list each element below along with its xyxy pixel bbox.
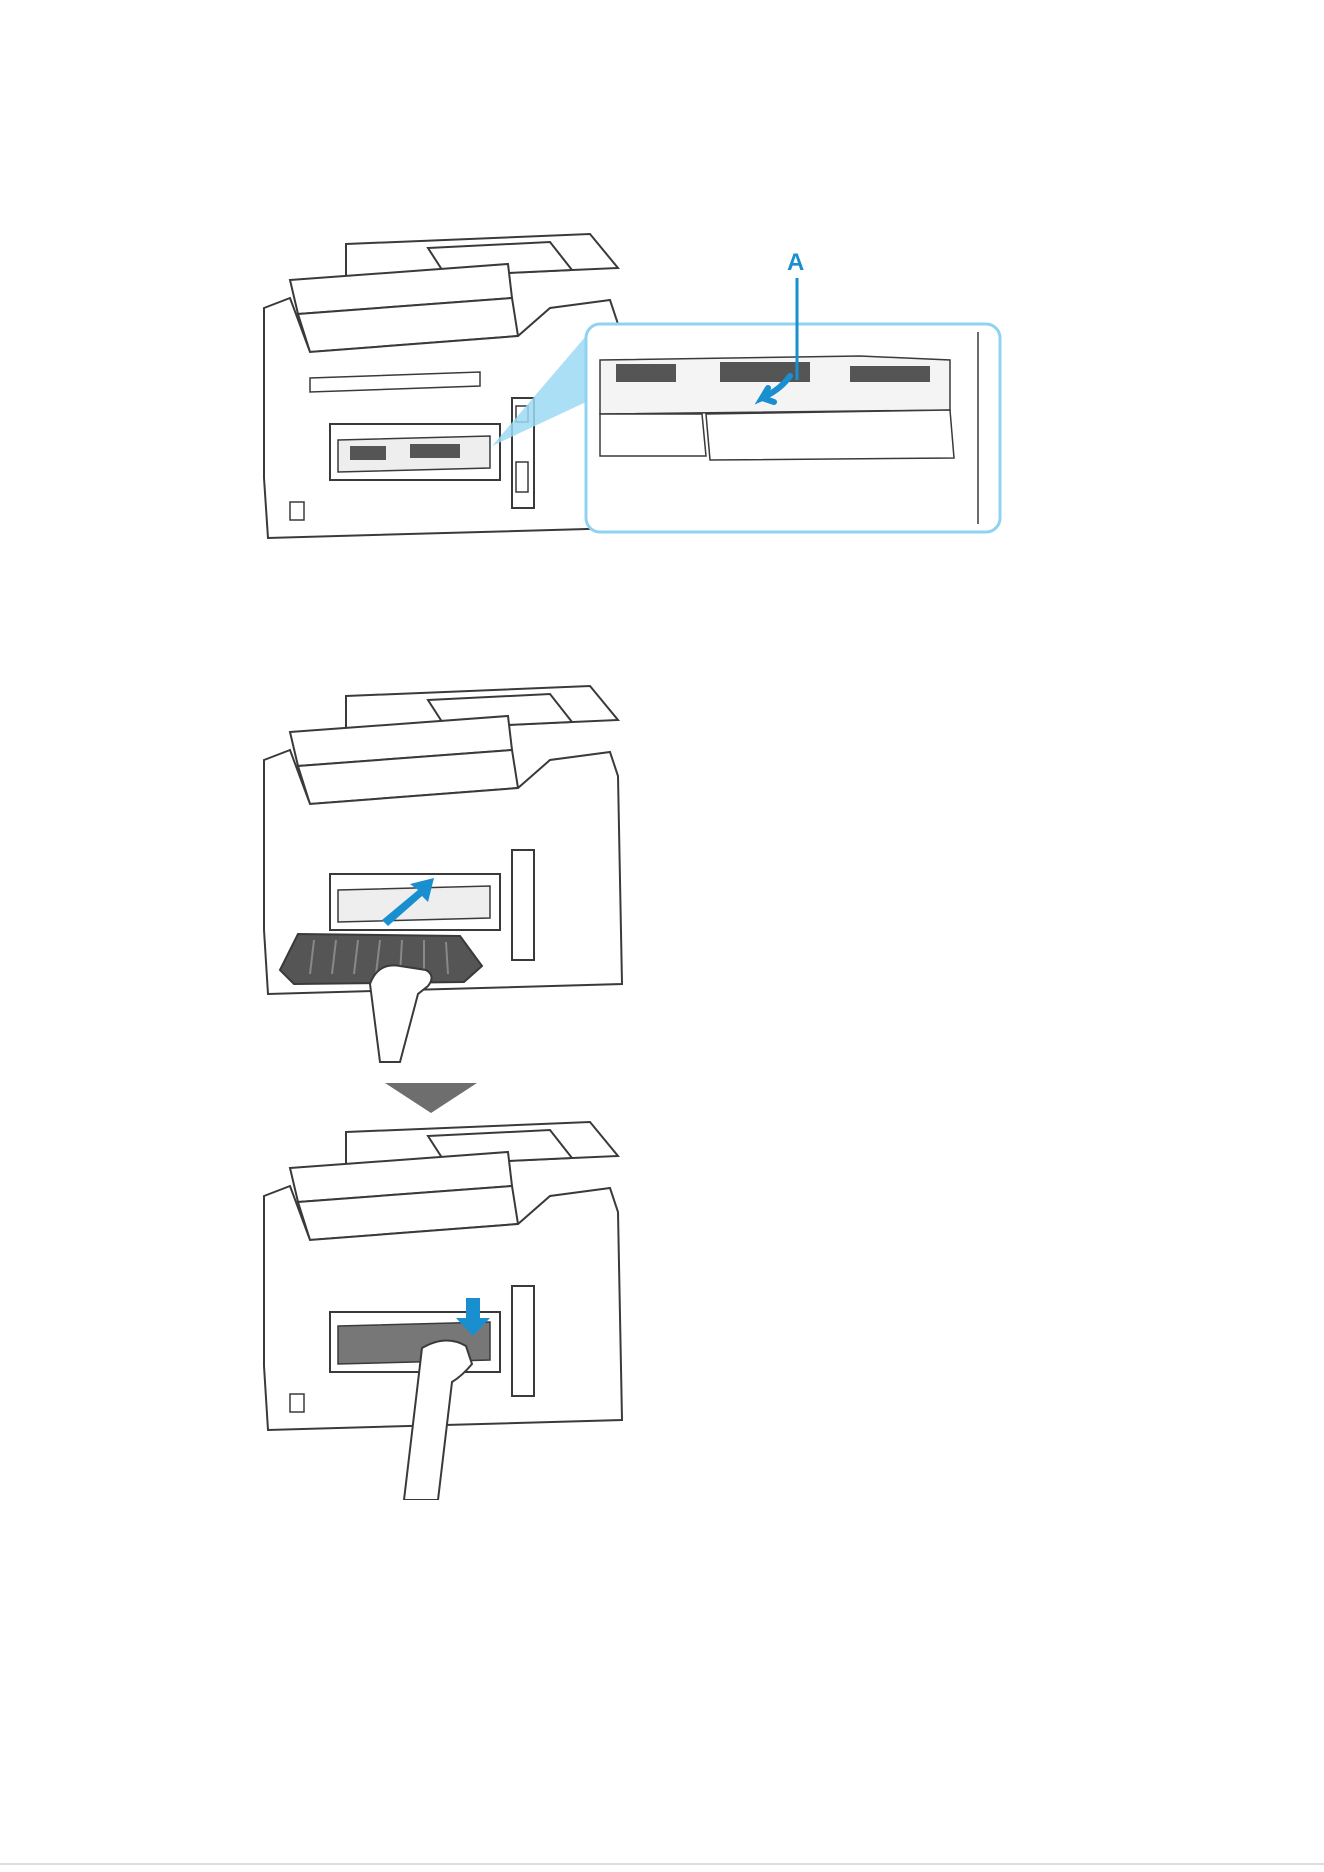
step-arrow bbox=[385, 1083, 477, 1113]
press-rear-cover-figure bbox=[250, 1120, 640, 1500]
footer-line bbox=[0, 1863, 1324, 1872]
insert-cover-illustration bbox=[250, 684, 640, 1064]
callout-label-a: A bbox=[787, 249, 804, 276]
footer-strip bbox=[0, 1863, 1324, 1872]
insert-rear-cover-figure bbox=[250, 684, 640, 1064]
printer-rear-illustration: A bbox=[250, 228, 1010, 568]
press-cover-illustration bbox=[250, 1120, 640, 1500]
printer-rear-callout-figure: A bbox=[250, 228, 1010, 568]
triangle-down-icon bbox=[385, 1083, 477, 1113]
